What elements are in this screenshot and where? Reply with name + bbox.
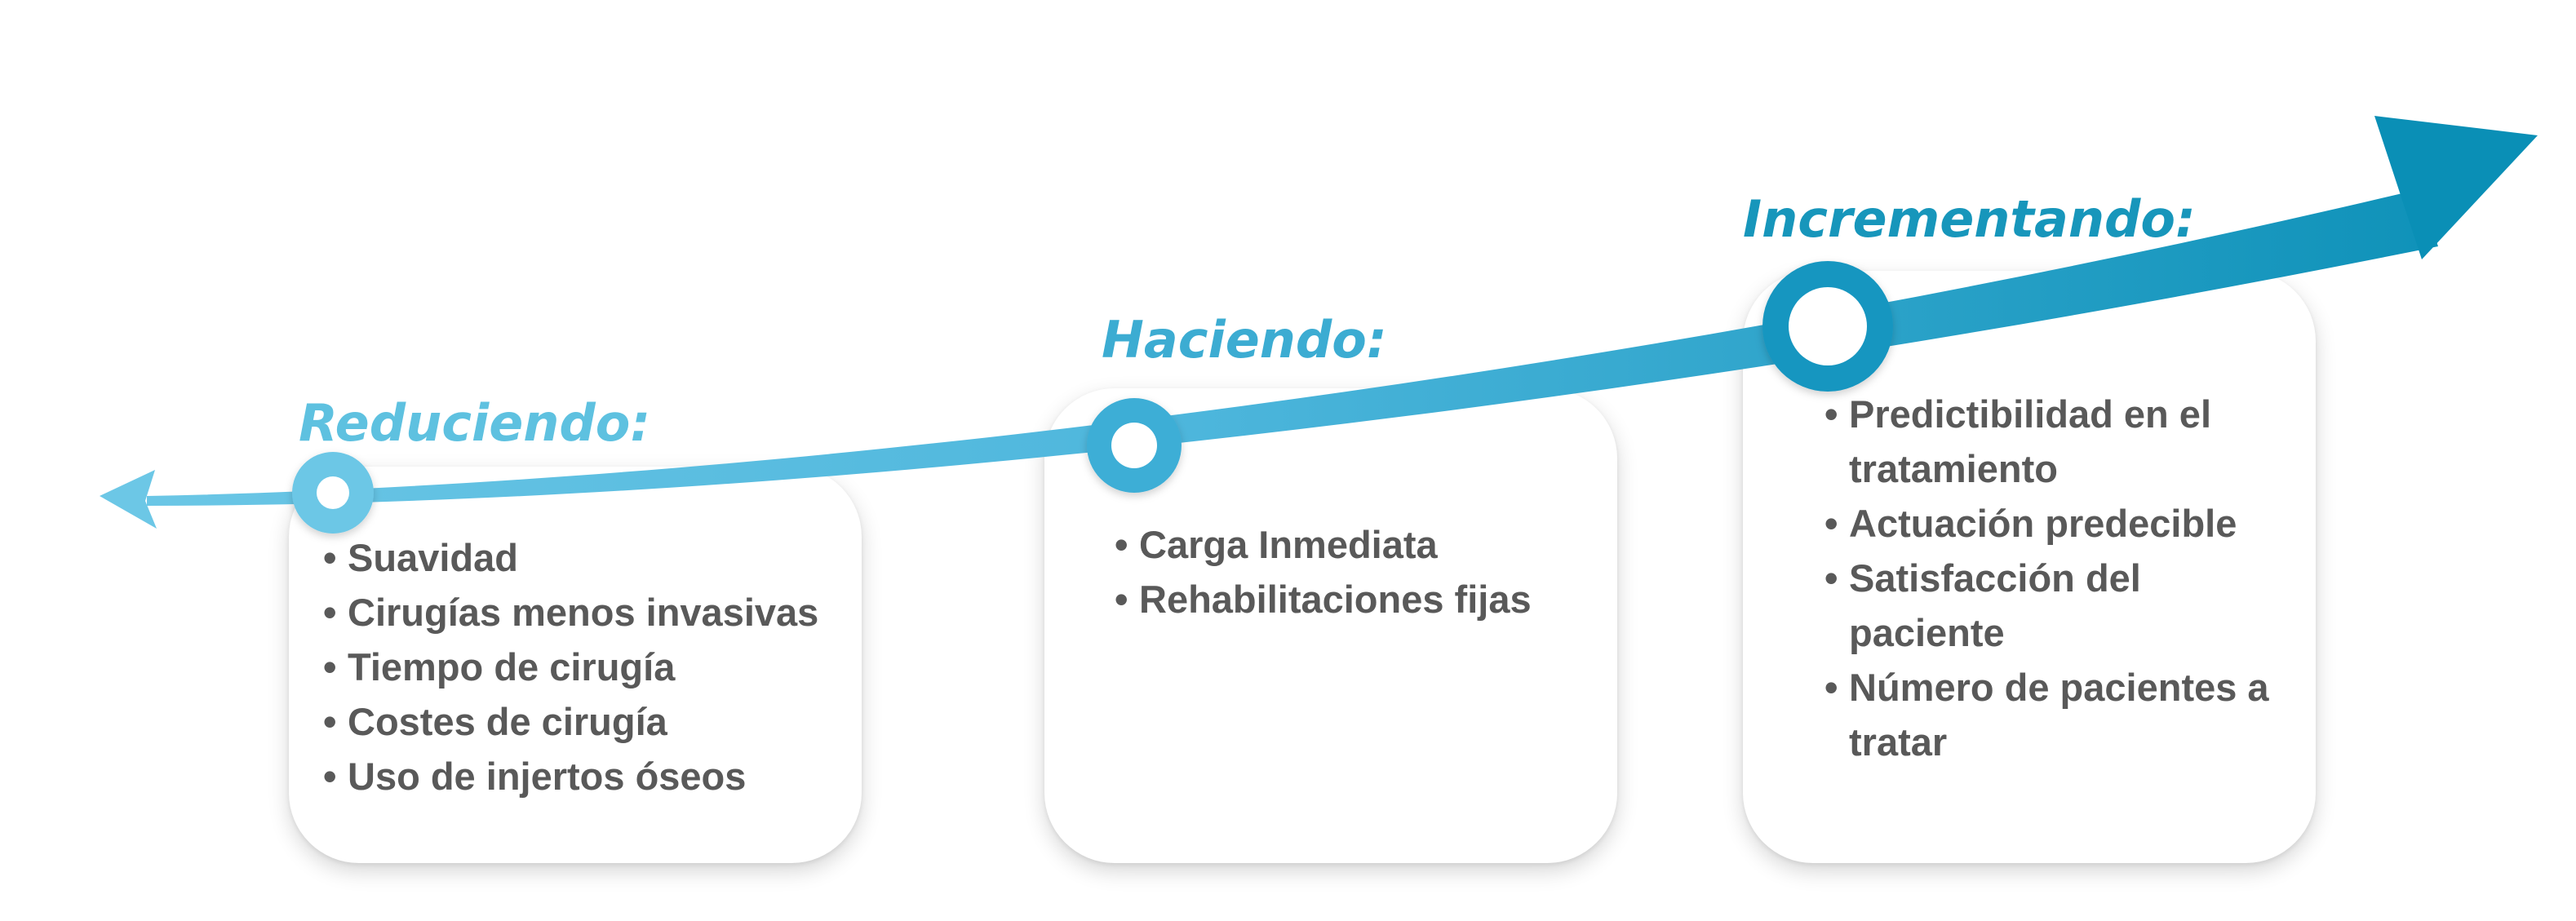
stage-marker-1: [292, 452, 374, 534]
stage-marker-3: [1762, 261, 1893, 392]
list-item-text: Satisfacción del paciente: [1849, 556, 2141, 654]
bullet: •: [323, 700, 337, 743]
arrow-head-left: [100, 470, 157, 529]
bullet: •: [1115, 578, 1128, 621]
arrow-head-right: [2374, 116, 2538, 259]
stage-heading-reducing: Reduciendo:: [299, 393, 651, 453]
list-item-text: Uso de injertos óseos: [348, 755, 747, 798]
list-item-text: Cirugías menos invasivas: [348, 591, 819, 634]
list-item: • Cirugías menos invasivas: [323, 585, 853, 640]
list-item-text: Predictibilidad en el tratamiento: [1849, 392, 2211, 490]
bullet: •: [323, 591, 337, 634]
list-item: • Costes de cirugía: [323, 694, 853, 749]
list-item: •Satisfacción del paciente: [1824, 551, 2281, 660]
bullet: •: [1824, 502, 1838, 545]
bullet: •: [1824, 556, 1838, 600]
stage-heading-doing: Haciendo:: [1102, 310, 1387, 370]
bullet: •: [1824, 666, 1838, 709]
list-item: • Número de pacientes a tratar: [1824, 660, 2281, 769]
stage-list-doing: • Carga Inmediata • Rehabilitaciones fijas: [1115, 517, 1604, 627]
bullet: •: [1824, 392, 1838, 436]
list-item: • Rehabilitaciones fijas: [1115, 572, 1604, 627]
list-item: • Carga Inmediata: [1115, 517, 1604, 572]
list-item-text: Actuación predecible: [1849, 502, 2237, 545]
bullet: •: [323, 755, 337, 798]
list-item: •Tiempo de cirugía: [323, 640, 853, 694]
bullet: •: [323, 645, 337, 689]
bullet: •: [323, 536, 337, 579]
stage-list-increasing: •Predictibilidad en el tratamiento •Actu…: [1824, 387, 2281, 769]
list-item-text: Suavidad: [348, 536, 518, 579]
list-item: • Actuación predecible: [1824, 496, 2281, 551]
stage-list-reducing: •Suavidad •Cirugías menos invasivas •Tie…: [323, 530, 853, 804]
list-item-text: Costes de cirugía: [348, 700, 667, 743]
stage-marker-2: [1087, 398, 1182, 493]
bullet: •: [1115, 523, 1128, 566]
stage-heading-increasing: Incrementando:: [1743, 189, 2196, 249]
list-item: • Uso de injertos óseos: [323, 749, 853, 804]
list-item-text: Número de pacientes a tratar: [1849, 666, 2269, 764]
list-item-text: Carga Inmediata: [1139, 523, 1438, 566]
list-item-text: Rehabilitaciones fijas: [1139, 578, 1532, 621]
list-item: • Suavidad: [323, 530, 853, 585]
list-item: •Predictibilidad en el tratamiento: [1824, 387, 2281, 496]
list-item-text: Tiempo de cirugía: [348, 645, 676, 689]
stage-card-reducing: [289, 467, 862, 863]
